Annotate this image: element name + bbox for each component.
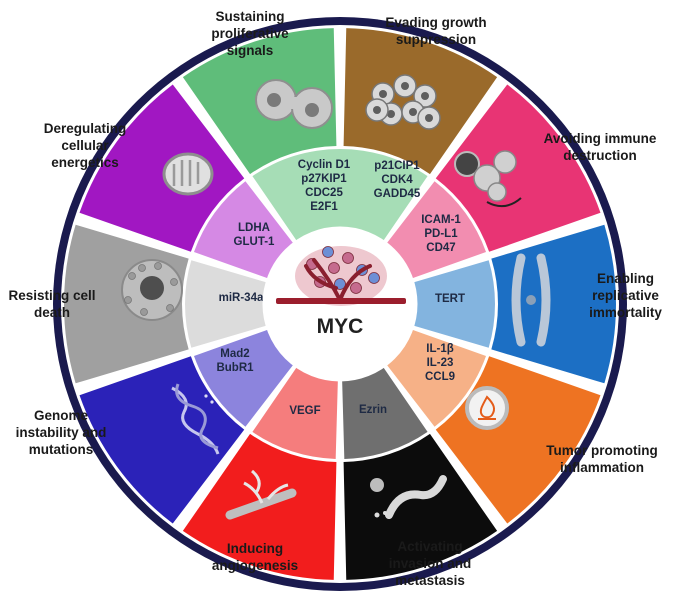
inner-band-angiogenesis	[252, 361, 339, 459]
segment-immune	[435, 84, 601, 252]
proliferation-right-gene: GADD45	[374, 188, 421, 200]
gene-immune: ICAM-1	[421, 214, 461, 226]
gene-angiogenesis: VEGF	[289, 405, 320, 417]
label-resisting-cell-death: Resisting cell death	[8, 288, 96, 320]
gene-energetics: LDHA	[238, 222, 270, 234]
label-tumor-promoting-inflammation: Tumor promoting inflammation	[546, 443, 658, 475]
proliferation-right-gene: p21CIP1	[374, 160, 420, 172]
label-deregulating-cellular-energetics: Deregulating cellular energetics	[43, 121, 127, 170]
inner-band-proliferation	[252, 149, 428, 247]
inner-band-genome	[193, 327, 298, 427]
gene-immune: CD47	[426, 242, 455, 254]
vessel-metastasis-icon	[370, 475, 447, 519]
inner-band-immune	[382, 181, 487, 281]
gene-inflammation: IL-23	[427, 357, 454, 369]
gene-genome: BubR1	[216, 362, 254, 374]
gene-inflammation: CCL9	[425, 371, 455, 383]
label-genome-instability-and-mutations: Genome instability and mutations	[15, 408, 107, 457]
gene-genome: Mad2	[220, 348, 249, 360]
center-title: MYC	[317, 315, 364, 338]
blood-vessel-icon	[225, 469, 297, 520]
gene-immortality: TERT	[435, 293, 465, 305]
gene-inflammation: IL-1β	[426, 343, 453, 355]
tumor-vessel-icon	[276, 246, 406, 306]
proliferation-left-gene: p27KIP1	[301, 173, 347, 185]
proliferation-left-gene: E2F1	[310, 201, 338, 213]
cell-cluster-icon	[365, 74, 441, 130]
inner-band-immortality	[407, 260, 496, 348]
segment-energetics	[79, 84, 245, 252]
fire-icon	[465, 386, 509, 430]
proliferation-left-gene: Cyclin D1	[298, 159, 351, 171]
segment-genome	[79, 356, 245, 524]
label-sustaining-proliferative-signals: Sustaining proliferative signals	[211, 9, 289, 58]
inner-band-invasion	[341, 361, 428, 459]
label-evading-growth-suppression: Evading growth suppression	[385, 15, 487, 47]
label-activating-invasion-and-metastasis: Activating invasion and metastasis	[388, 539, 472, 588]
proliferation-left-gene: CDC25	[305, 187, 343, 199]
inner-band-energetics	[193, 181, 298, 281]
label-inducing-angiogenesis: Inducing angiogenesis	[211, 541, 299, 573]
cell-division-icon	[255, 79, 333, 129]
segment-invasion	[343, 433, 498, 580]
apoptotic-cell-icon	[121, 259, 183, 321]
proliferation-right-gene: CDK4	[381, 174, 413, 186]
gene-invasion: Ezrin	[359, 404, 387, 416]
immune-cells-icon	[454, 150, 522, 208]
inner-band-death	[185, 260, 273, 348]
inner-band-inflammation	[382, 327, 487, 427]
label-avoiding-immune-destruction: Avoiding immune destruction	[543, 131, 657, 163]
dna-icon	[171, 383, 220, 455]
gene-energetics: GLUT-1	[234, 236, 275, 248]
gene-immune: PD-L1	[424, 228, 458, 240]
mitochondrion-icon	[162, 152, 214, 196]
gene-death: miR-34a	[219, 292, 264, 304]
label-enabling-replicative-immortality: Enabling replicative immortality	[589, 271, 662, 320]
chromosome-icon	[511, 253, 551, 347]
